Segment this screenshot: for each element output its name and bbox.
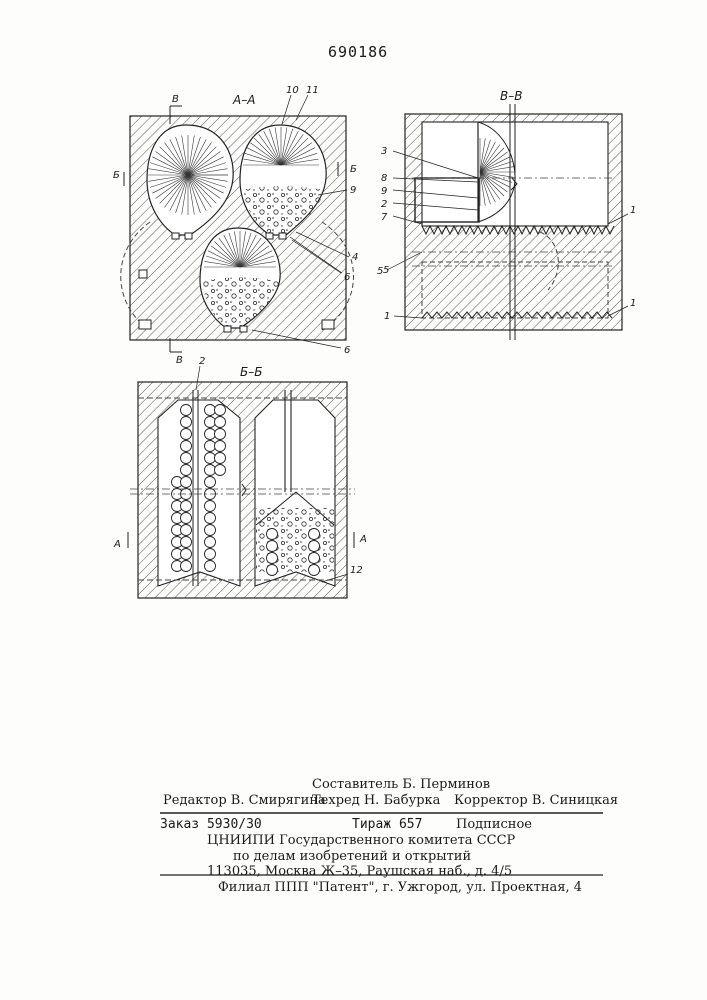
- section-bb-title: Б–Б: [240, 365, 262, 379]
- label-2-vv: 2: [381, 199, 387, 210]
- colophon-techred: Техред Н. Бабурка: [312, 793, 440, 808]
- label-5-vv: 5: [377, 266, 383, 277]
- label-5: 5: [383, 265, 389, 276]
- label-1-lower-right: 1: [630, 298, 636, 309]
- label-10: 10: [286, 85, 299, 96]
- colophon-order: Заказ 5930/30: [160, 817, 262, 832]
- colophon-institute: ЦНИИПИ Государственного комитета СССР: [207, 833, 515, 848]
- figure-section-bb: Б–Б А А 2 12: [113, 356, 367, 598]
- colophon-subscription: Подписное: [456, 817, 532, 832]
- label-1-lower-left: 1: [384, 311, 390, 322]
- colophon-address: 113035, Москва Ж–35, Раушская наб., д. 4…: [207, 864, 512, 879]
- label-1-upper: 1: [630, 205, 636, 216]
- label-4: 4: [352, 252, 358, 263]
- section-aa-title: А–А: [232, 93, 255, 107]
- figure-section-aa: А–А В В Б Б 10 11 9 4 5 6 6: [113, 85, 389, 366]
- cut-mark-right: Б: [350, 164, 357, 175]
- label-12: 12: [350, 565, 363, 576]
- label-6-upper: 6: [344, 272, 350, 283]
- label-3: 3: [381, 146, 387, 157]
- colophon-print-run: Тираж 657: [352, 817, 422, 832]
- colophon-corrector: Корректор В. Синицкая: [454, 793, 618, 808]
- section-vv-title: В–В: [500, 89, 522, 103]
- cut-mark-a-right: А: [359, 534, 367, 545]
- label-11: 11: [306, 85, 319, 96]
- label-9: 9: [350, 185, 356, 196]
- label-8: 8: [381, 173, 387, 184]
- label-2-bb: 2: [199, 356, 205, 367]
- label-9-vv: 9: [381, 186, 387, 197]
- label-6-lower: 6: [344, 345, 350, 356]
- figure-section-vv: В–В 3 8 9 2 7 5 1 1 1: [377, 89, 636, 340]
- colophon-branch: Филиал ППП "Патент", г. Ужгород, ул. Про…: [218, 880, 582, 895]
- cut-mark-a-left: А: [113, 539, 121, 550]
- label-7: 7: [381, 212, 388, 223]
- colophon-affairs: по делам изобретений и открытий: [233, 849, 471, 864]
- cut-mark-left: Б: [113, 170, 120, 181]
- colophon-compiler: Составитель Б. Перминов: [312, 777, 490, 792]
- colophon-editor: Редактор В. Смирягина: [163, 793, 326, 808]
- cut-mark-top: В: [172, 94, 179, 105]
- cut-mark-bottom: В: [176, 355, 183, 366]
- drawing-sheet: А–А В В Б Б 10 11 9 4 5 6 6: [0, 0, 707, 760]
